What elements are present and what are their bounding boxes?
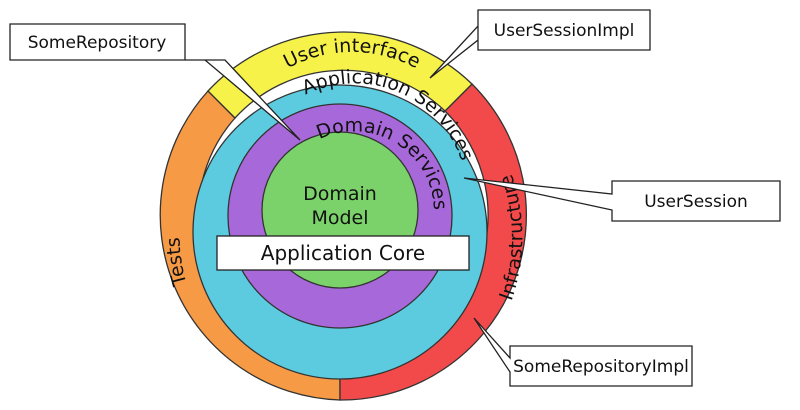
user-interface-ring-segment [207, 31, 473, 119]
infrastructure-ring-segment [339, 83, 528, 401]
domain-model-label-line1: Domain [303, 183, 377, 205]
some-repository-impl-callout [473, 317, 693, 387]
domain-model-label-line2: Model [311, 207, 368, 229]
some-repository-label: SomeRepository [28, 33, 167, 53]
user-session-impl-label: UserSessionImpl [494, 21, 635, 41]
some-repository-callout [9, 23, 301, 141]
user-session-impl-callout [429, 9, 651, 79]
user-session-callout [463, 177, 781, 222]
some-repository-impl-label: SomeRepositoryImpl [513, 357, 689, 377]
application-core-label: Application Core [261, 241, 425, 265]
application-core-banner [216, 235, 470, 271]
user-session-label: UserSession [644, 192, 748, 212]
